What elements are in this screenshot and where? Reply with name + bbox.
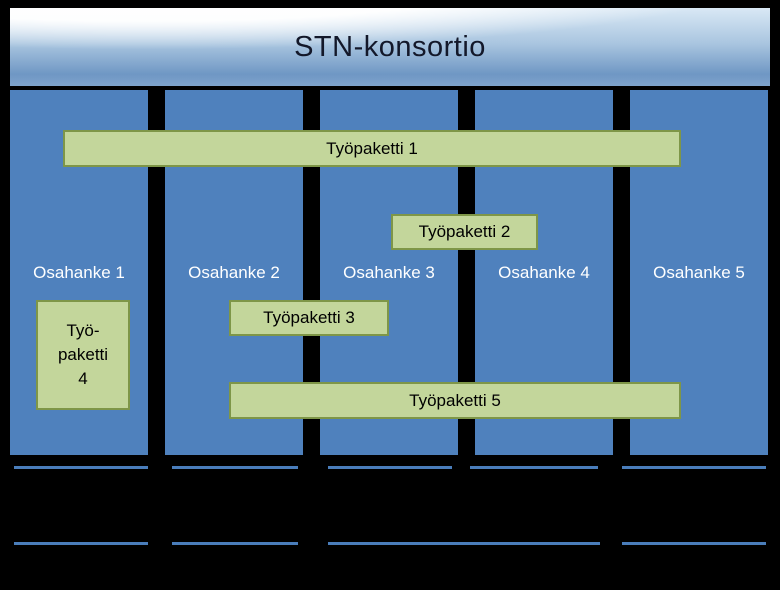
placeholder-line: [172, 542, 298, 545]
workpackage-3: Työpaketti 3: [229, 300, 389, 336]
placeholder-line: [14, 466, 148, 469]
placeholder-line: [172, 466, 298, 469]
column-label: Osahanke 5: [653, 262, 745, 282]
column-label: Osahanke 2: [188, 262, 280, 282]
workpackage-5: Työpaketti 5: [229, 382, 681, 419]
placeholder-line: [328, 466, 452, 469]
column-label: Osahanke 3: [343, 262, 435, 282]
placeholder-line: [470, 466, 598, 469]
diagram-title: STN-konsortio: [294, 30, 486, 63]
diagram-header: STN-konsortio: [10, 8, 770, 86]
column-label: Osahanke 1: [33, 262, 125, 282]
placeholder-line: [622, 466, 766, 469]
workpackage-1: Työpaketti 1: [63, 130, 681, 167]
workpackage-2: Työpaketti 2: [391, 214, 538, 250]
placeholder-line: [328, 542, 600, 545]
placeholder-line: [622, 542, 766, 545]
workpackage-4: Työ- paketti 4: [36, 300, 130, 410]
column-label: Osahanke 4: [498, 262, 590, 282]
placeholder-line: [14, 542, 148, 545]
